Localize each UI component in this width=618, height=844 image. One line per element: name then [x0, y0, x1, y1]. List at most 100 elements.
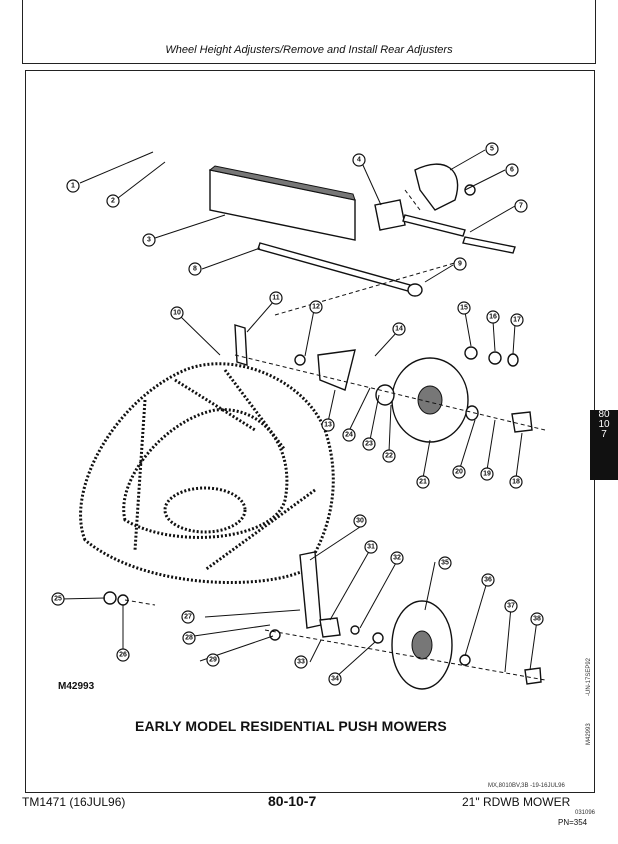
figure-id: M42993: [58, 681, 95, 692]
svg-text:20: 20: [455, 469, 463, 476]
svg-text:17: 17: [513, 317, 521, 324]
callout-37: 37: [504, 599, 518, 613]
callout-38: 38: [530, 612, 544, 626]
callout-14: 14: [392, 322, 406, 336]
svg-text:32: 32: [393, 555, 401, 562]
svg-text:23: 23: [365, 441, 373, 448]
svg-text:30: 30: [356, 518, 364, 525]
svg-text:3: 3: [147, 237, 151, 244]
callout-9: 9: [453, 257, 467, 271]
hinge-rod: [257, 242, 423, 297]
callout-7: 7: [514, 199, 528, 213]
callout-6: 6: [505, 163, 519, 177]
svg-text:26: 26: [119, 652, 127, 659]
mower-deck: [79, 362, 335, 584]
svg-text:29: 29: [209, 657, 217, 664]
header-left-rule: [22, 0, 23, 64]
side-code-date: -UN-17SEP92: [586, 657, 592, 696]
svg-text:13: 13: [324, 422, 332, 429]
callout-36: 36: [481, 573, 495, 587]
svg-text:6: 6: [510, 167, 514, 174]
callout-26: 26: [116, 648, 130, 662]
callout-28: 28: [182, 631, 196, 645]
callout-11: 11: [269, 291, 283, 305]
footer-manual-id: TM1471 (16JUL96): [22, 795, 126, 809]
callout-4: 4: [352, 153, 366, 167]
svg-text:8: 8: [193, 266, 197, 273]
callout-8: 8: [188, 262, 202, 276]
svg-text:5: 5: [490, 146, 494, 153]
callout-27: 27: [181, 610, 195, 624]
svg-text:22: 22: [385, 453, 393, 460]
svg-text:25: 25: [54, 596, 62, 603]
adjuster-plate: [374, 163, 516, 254]
svg-text:14: 14: [395, 326, 403, 333]
callout-35: 35: [438, 556, 452, 570]
callout-2: 2: [106, 194, 120, 208]
callout-33: 33: [294, 655, 308, 669]
section-tab-line-2: 10: [598, 419, 610, 430]
svg-text:2: 2: [111, 198, 115, 205]
footer-date: 031096: [575, 810, 596, 816]
footer-model: 21" RDWB MOWER: [462, 795, 571, 809]
svg-text:36: 36: [484, 577, 492, 584]
callout-1: 1: [66, 179, 80, 193]
callout-22: 22: [382, 449, 396, 463]
svg-text:15: 15: [460, 305, 468, 312]
svg-text:1: 1: [71, 183, 75, 190]
callout-18: 18: [509, 475, 523, 489]
callout-31: 31: [364, 540, 378, 554]
callout-5: 5: [485, 142, 499, 156]
callout-19: 19: [480, 467, 494, 481]
svg-text:38: 38: [533, 616, 541, 623]
page-title: Wheel Height Adjusters/Remove and Instal…: [165, 44, 453, 56]
leader-lines: [59, 149, 538, 679]
exploded-view-diagram: 1 2 3 4 5 6 7 8 9 10 11 12 13 14 15 16 1…: [51, 142, 546, 690]
callout-23: 23: [362, 437, 376, 451]
callout-21: 21: [416, 475, 430, 489]
svg-text:11: 11: [272, 295, 280, 302]
callout-15: 15: [457, 301, 471, 315]
section-tab-line-1: 80: [598, 409, 610, 420]
callout-29: 29: [206, 653, 220, 667]
header-bottom-rule: [22, 63, 596, 64]
section-tab: 80 10 7: [590, 410, 618, 480]
callout-17: 17: [510, 313, 524, 327]
rear-flap: [208, 165, 356, 241]
footer-page-number: 80-10-7: [268, 793, 317, 809]
callout-10: 10: [170, 306, 184, 320]
callout-34: 34: [328, 672, 342, 686]
svg-text:27: 27: [184, 614, 192, 621]
callout-25: 25: [51, 592, 65, 606]
callout-16: 16: [486, 310, 500, 324]
svg-text:35: 35: [441, 560, 449, 567]
side-code-figure: M42993: [586, 723, 592, 745]
svg-text:4: 4: [357, 157, 361, 164]
reference-line: MX,8010BV,3B -19-16JUL96: [488, 783, 565, 789]
footer-pn: PN=354: [558, 818, 588, 827]
svg-text:12: 12: [312, 304, 320, 311]
svg-text:33: 33: [297, 659, 305, 666]
svg-text:18: 18: [512, 479, 520, 486]
callout-30: 30: [353, 514, 367, 528]
svg-text:7: 7: [519, 203, 523, 210]
svg-text:28: 28: [185, 635, 193, 642]
svg-text:19: 19: [483, 471, 491, 478]
header-right-rule: [595, 0, 596, 64]
svg-text:34: 34: [331, 676, 339, 683]
callout-3: 3: [142, 233, 156, 247]
assembly-centerlines: [124, 189, 546, 681]
svg-text:9: 9: [458, 261, 462, 268]
svg-text:10: 10: [173, 310, 181, 317]
callout-24: 24: [342, 428, 356, 442]
callout-32: 32: [390, 551, 404, 565]
svg-text:21: 21: [419, 479, 427, 486]
callout-12: 12: [309, 300, 323, 314]
callout-13: 13: [321, 418, 335, 432]
callout-20: 20: [452, 465, 466, 479]
svg-text:31: 31: [367, 544, 375, 551]
svg-text:37: 37: [507, 603, 515, 610]
figure-caption: EARLY MODEL RESIDENTIAL PUSH MOWERS: [135, 718, 447, 734]
svg-text:16: 16: [489, 314, 497, 321]
section-tab-line-3: 7: [601, 429, 607, 440]
